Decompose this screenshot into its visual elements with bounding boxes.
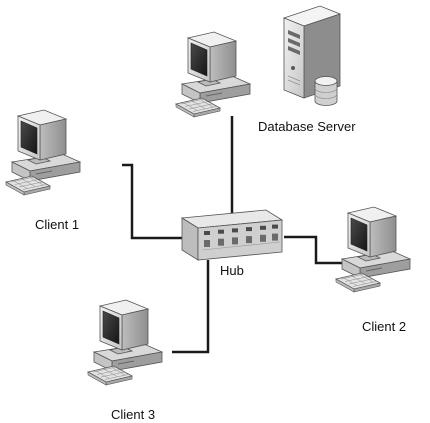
computer-icon <box>5 109 81 196</box>
client2-node <box>335 206 411 293</box>
client1-label: Client 1 <box>35 217 80 232</box>
client3-node <box>87 299 163 386</box>
hub-label: Hub <box>220 263 244 278</box>
computer-icon <box>335 206 411 293</box>
client2-label: Client 2 <box>362 319 407 334</box>
computer-icon <box>175 31 251 118</box>
client3-label: Client 3 <box>111 407 156 422</box>
link-hub-client2 <box>284 235 355 265</box>
client1-node <box>5 109 81 196</box>
connection-lines <box>122 116 355 354</box>
link-hub-client1 <box>122 163 186 240</box>
server-node <box>175 5 341 118</box>
computer-icon <box>87 299 163 386</box>
link-hub-client3 <box>172 260 210 354</box>
hub-node <box>181 209 283 261</box>
database-icon <box>314 76 338 106</box>
server-label: Database Server <box>258 119 356 134</box>
hub-icon <box>181 209 283 261</box>
